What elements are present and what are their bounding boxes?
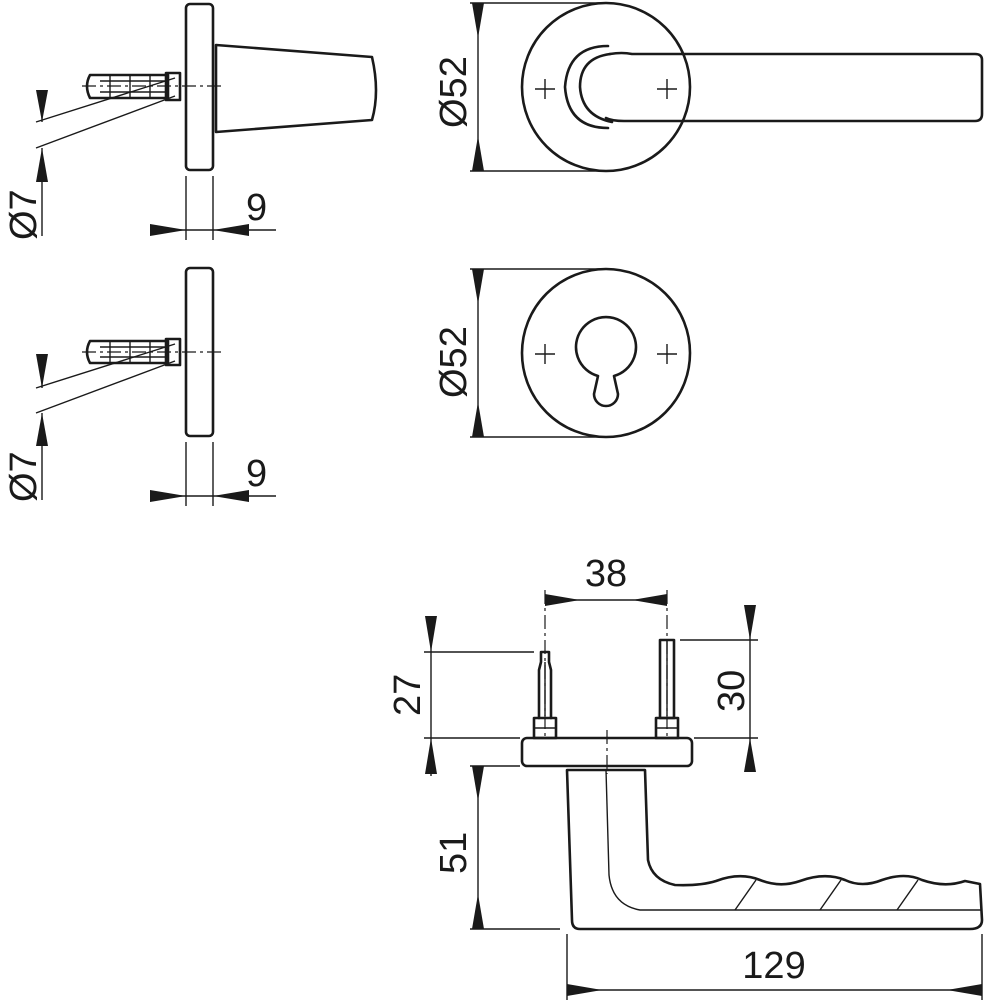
handle-profile-view: 38 27 30 51 (387, 553, 984, 1000)
handle-grip-profile (214, 43, 378, 134)
dimension-screw-height-right: 30 (680, 605, 758, 772)
dimension-label: 9 (246, 187, 267, 229)
dimension-label: 9 (246, 453, 267, 495)
plus-icon (657, 79, 677, 99)
dimension-handle-rose-diameter: Ø52 (433, 2, 600, 172)
handle-neck-inner (578, 52, 614, 124)
handle-lever-outline (565, 768, 984, 931)
dimension-spindle-diameter-bottom: Ø7 (3, 354, 48, 502)
handle-side-view: Ø7 9 (3, 2, 378, 240)
dimension-rose-thickness-bottom: 9 (150, 442, 276, 506)
dimension-label: 51 (433, 832, 475, 874)
rose-plate (184, 2, 215, 172)
arrowhead-icon (36, 90, 48, 122)
arrowhead-icon (36, 413, 48, 446)
grip-groove (896, 879, 919, 911)
plus-icon (535, 344, 555, 364)
handle-front-view: Ø52 (433, 1, 984, 173)
plus-icon (535, 79, 555, 99)
spindle (35, 71, 182, 149)
fixing-screw-left (532, 590, 558, 740)
grip-groove (819, 879, 842, 911)
dimension-label: Ø7 (3, 189, 45, 240)
spindle (35, 337, 182, 414)
dimension-label: 129 (742, 945, 805, 987)
rose-circle (520, 1, 692, 173)
arrowhead-icon (213, 224, 249, 236)
dimension-label: 38 (585, 553, 627, 595)
handle-lever (604, 51, 984, 123)
dimension-label: 27 (387, 674, 429, 716)
handle-neck-outer (563, 44, 610, 130)
key-rose-front-view: Ø52 (433, 267, 692, 439)
dimension-spindle-diameter-top: Ø7 (3, 90, 48, 240)
dimension-handle-length: 129 (566, 934, 983, 1000)
arrowhead-icon (545, 594, 580, 606)
arrowhead-icon (472, 766, 484, 801)
arrowhead-icon (472, 136, 484, 171)
arrowhead-icon (36, 148, 48, 182)
arrowhead-icon (213, 490, 249, 502)
dimension-label: 30 (711, 670, 753, 712)
dimension-handle-projection: 51 (433, 765, 560, 930)
grip-groove (734, 879, 757, 911)
key-rose-side-view: Ø7 9 (3, 266, 276, 506)
plus-icon (657, 344, 677, 364)
arrowhead-icon (472, 402, 484, 437)
fixing-screw-right (654, 590, 680, 740)
arrowhead-icon (472, 269, 484, 304)
dimension-label: Ø7 (3, 451, 45, 502)
arrowhead-icon (36, 354, 48, 388)
arrowhead-icon (947, 984, 982, 996)
rose-circle (520, 267, 692, 439)
arrowhead-icon (472, 894, 484, 929)
arrowhead-icon (744, 738, 756, 772)
arrowhead-icon (425, 616, 437, 652)
arrowhead-icon (425, 738, 437, 774)
handle-lever-edge (605, 769, 982, 911)
dimension-screw-height-left: 27 (387, 616, 534, 776)
dimension-key-rose-diameter: Ø52 (433, 268, 600, 438)
dimension-label: Ø52 (433, 326, 475, 398)
arrowhead-icon (567, 984, 602, 996)
dimension-label: Ø52 (433, 56, 475, 128)
arrowhead-icon (632, 594, 667, 606)
arrowhead-icon (472, 3, 484, 38)
arrowhead-icon (150, 490, 186, 502)
dimension-rose-thickness-top: 9 (150, 176, 276, 240)
arrowhead-icon (150, 224, 186, 236)
dimension-screw-spacing: 38 (545, 553, 667, 606)
cylinder-keyhole-icon (574, 315, 638, 408)
arrowhead-icon (744, 605, 756, 640)
